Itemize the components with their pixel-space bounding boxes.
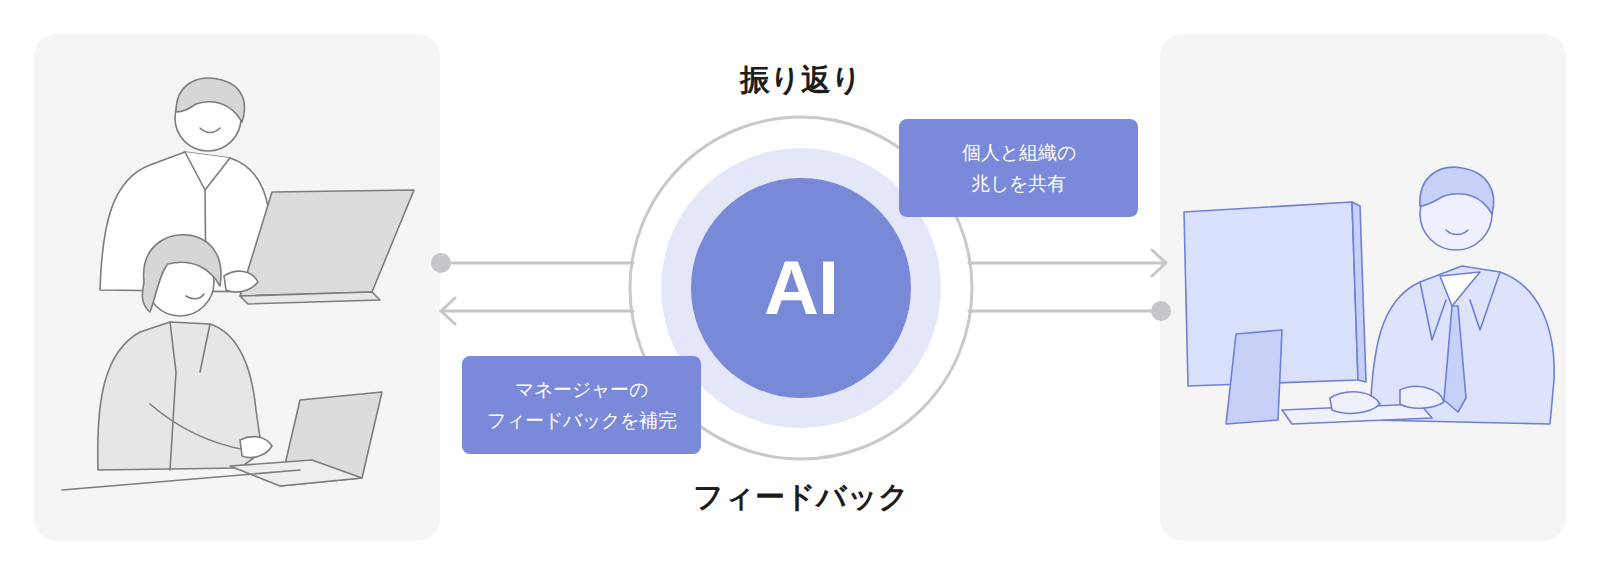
insight-box: 個人と組織の 兆しを共有 — [899, 119, 1138, 217]
text-group: 個人と組織の 兆しを共有 — [919, 137, 1118, 200]
member-panel — [34, 34, 440, 541]
ai-circle: AI — [691, 178, 911, 398]
manager-figure — [1184, 167, 1554, 424]
text-group: AI — [764, 250, 838, 326]
members-figure — [62, 78, 414, 490]
reflection-label: 振り返り — [740, 62, 862, 98]
flow-dot — [431, 253, 451, 273]
text-group: マネージャーの フィードバックを補完 — [482, 374, 681, 437]
box-text: マネージャーの フィードバックを補完 — [482, 374, 681, 437]
flow-dot — [1151, 301, 1171, 321]
feedback-label: フィードバック — [693, 479, 909, 515]
manager-panel — [1160, 34, 1566, 541]
box-text: 個人と組織の 兆しを共有 — [919, 137, 1118, 200]
feedback-box: マネージャーの フィードバックを補完 — [462, 356, 701, 454]
ai-text: AI — [764, 250, 838, 326]
